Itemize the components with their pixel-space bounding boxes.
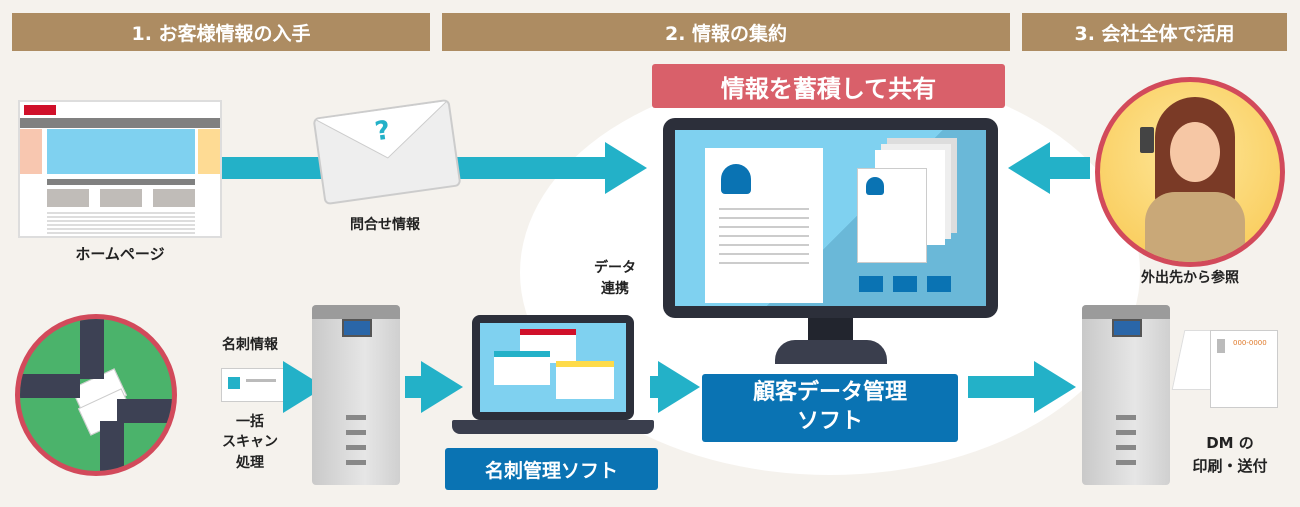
- monitor-base: [775, 340, 887, 364]
- dm-label-line: DM の: [1206, 434, 1254, 452]
- dm-label-line: 印刷・送付: [1192, 457, 1268, 476]
- data-link-label: データ 連携: [580, 258, 650, 300]
- step1-header: 1. お客様情報の入手: [12, 13, 430, 51]
- crm-software-line: 顧客データ管理: [752, 380, 907, 406]
- homepage-illustration: [18, 100, 222, 238]
- scan-label-line: 一括: [236, 414, 264, 430]
- dm-postcode: 000-0000: [1233, 339, 1267, 347]
- dm-postcard-icon: 000-0000: [1210, 330, 1278, 408]
- crm-software-line: ソフト: [796, 409, 863, 434]
- monitor-neck: [808, 318, 853, 340]
- step3-header: 3. 会社全体で活用: [1022, 13, 1287, 51]
- scan-label: 一括 スキャン 処理: [200, 412, 300, 473]
- crm-to-printer-arrow: [968, 361, 1076, 413]
- card-management-software: 名刺管理ソフト: [445, 448, 658, 490]
- business-card-icon: [221, 368, 285, 402]
- laptop-illustration: [472, 315, 634, 420]
- smartphone-woman-illustration: [1095, 77, 1285, 267]
- remote-arrow: [1008, 142, 1090, 194]
- crm-software: 顧客データ管理 ソフト: [702, 374, 958, 442]
- dm-label: DM の 印刷・送付: [1180, 432, 1280, 479]
- scan-label-line: 処理: [236, 454, 264, 471]
- laptop-base: [452, 420, 654, 434]
- inquiry-label: 問合せ情報: [350, 217, 420, 233]
- scan-label-line: スキャン: [222, 434, 278, 451]
- homepage-label: ホームページ: [75, 245, 165, 263]
- remote-label: 外出先から参照: [1141, 270, 1239, 286]
- share-label: 情報を蓄積して共有: [652, 64, 1005, 108]
- printer-copier-illustration: [1082, 305, 1170, 485]
- envelope-icon: ?: [312, 98, 462, 206]
- card-info-label: 名刺情報: [222, 337, 278, 353]
- step2-header: 2. 情報の集約: [442, 13, 1010, 51]
- laptop-to-crm-arrow: [650, 361, 700, 413]
- scan-to-laptop-arrow: [405, 361, 463, 413]
- scanner-copier-illustration: [312, 305, 400, 485]
- data-link-line: データ: [594, 260, 636, 276]
- business-card-exchange-illustration: [15, 314, 177, 476]
- monitor-illustration: [663, 118, 998, 318]
- data-link-line: 連携: [601, 281, 629, 297]
